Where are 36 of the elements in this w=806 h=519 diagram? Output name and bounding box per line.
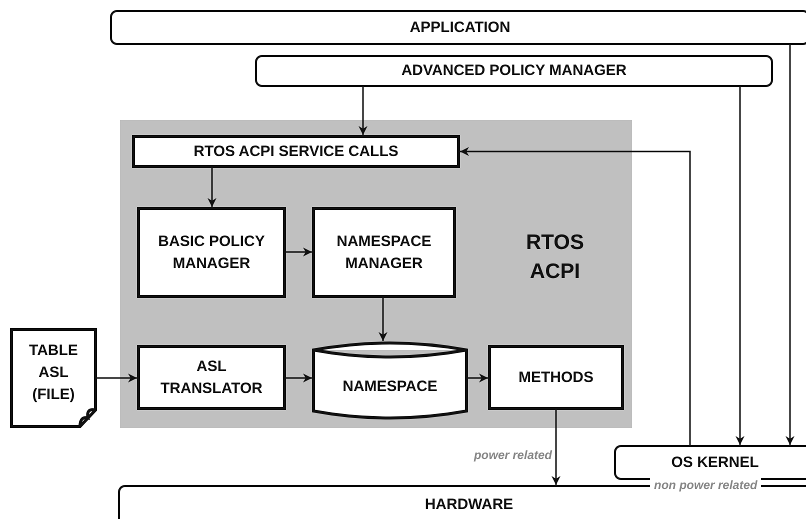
node-label: NAMESPACE — [342, 376, 438, 397]
layer-box — [614, 445, 806, 480]
arrow — [208, 168, 216, 207]
node-label: METHODS — [518, 368, 594, 388]
process-box — [312, 207, 456, 298]
process-box — [137, 345, 286, 410]
arrow — [286, 374, 312, 382]
node-label: ASL TRANSLATOR — [160, 356, 264, 398]
node-label: BASIC POLICY MANAGER — [157, 232, 266, 274]
group-region — [120, 120, 632, 428]
arrow — [286, 248, 312, 256]
region-title: RTOS ACPI — [525, 230, 585, 286]
document-shape — [10, 328, 97, 428]
node-label: HARDWARE — [424, 495, 514, 515]
node-label: OS KERNEL — [671, 452, 759, 473]
arrow — [97, 374, 137, 382]
arrow — [358, 87, 368, 135]
arrow — [552, 410, 560, 485]
node-label: TABLE ASL (FILE) — [28, 341, 79, 405]
node-label: APPLICATION — [410, 18, 510, 38]
arrow — [378, 298, 388, 341]
node-caption: non power related — [650, 478, 762, 492]
arrow — [460, 147, 691, 445]
arrow — [786, 45, 794, 445]
edge-label: power related — [474, 448, 552, 462]
layer-box — [110, 10, 806, 45]
process-box — [132, 135, 460, 168]
arrow — [468, 374, 488, 382]
layer-box — [255, 55, 773, 87]
process-box — [137, 207, 286, 298]
node-label: ADVANCED POLICY MANAGER — [401, 61, 627, 82]
database-cylinder — [312, 341, 468, 420]
node-label: RTOS ACPI SERVICE CALLS — [194, 142, 398, 162]
process-box — [488, 345, 624, 410]
arrow — [736, 87, 744, 445]
node-label: NAMESPACE MANAGER — [336, 232, 432, 274]
